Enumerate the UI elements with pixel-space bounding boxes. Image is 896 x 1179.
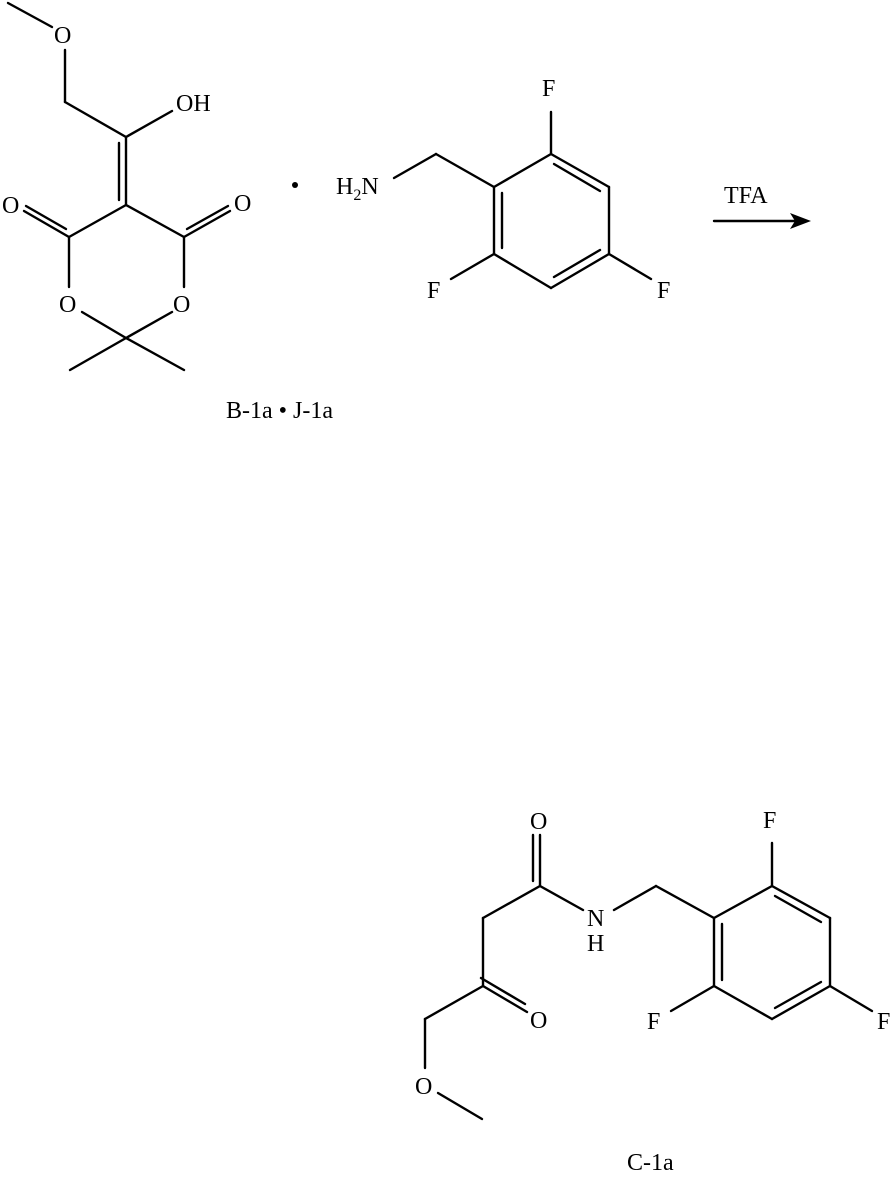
atom-o-ring-right: O bbox=[173, 292, 190, 318]
molecule-c-1a: O N H O O F F F bbox=[415, 808, 890, 1121]
atom-o-carbonyl-left: O bbox=[2, 193, 19, 219]
atom-oh: OH bbox=[176, 91, 211, 117]
salt-dot bbox=[292, 182, 298, 188]
molecule-j-1a: H2N F F F bbox=[336, 76, 670, 304]
reagent-label: TFA bbox=[724, 183, 768, 209]
atom-f-right: F bbox=[877, 1009, 890, 1035]
right-arrow-icon bbox=[790, 213, 811, 229]
atom-f-top: F bbox=[763, 808, 776, 834]
atom-f-top: F bbox=[542, 76, 555, 102]
atom-o-methoxy: O bbox=[54, 23, 71, 49]
atom-o-amide: O bbox=[530, 809, 547, 835]
atom-o-methoxy: O bbox=[415, 1074, 432, 1100]
atom-f-bottom-left: F bbox=[647, 1009, 660, 1035]
atom-o-ring-left: O bbox=[59, 292, 76, 318]
atom-h-amide: H bbox=[587, 931, 604, 957]
reactant-label: B-1a • J-1a bbox=[226, 398, 333, 424]
atom-f-right: F bbox=[657, 278, 670, 304]
atom-f-bottom-left: F bbox=[427, 278, 440, 304]
atom-amine-nh2: H2N bbox=[336, 174, 379, 204]
product-label: C-1a bbox=[627, 1150, 674, 1176]
molecule-b-1a: O OH O O O O bbox=[2, 1, 251, 372]
atom-o-carbonyl-right: O bbox=[234, 191, 251, 217]
atom-o-ketone: O bbox=[530, 1008, 547, 1034]
reaction-arrow: TFA bbox=[712, 183, 811, 229]
atom-n-amide: N bbox=[587, 906, 604, 932]
